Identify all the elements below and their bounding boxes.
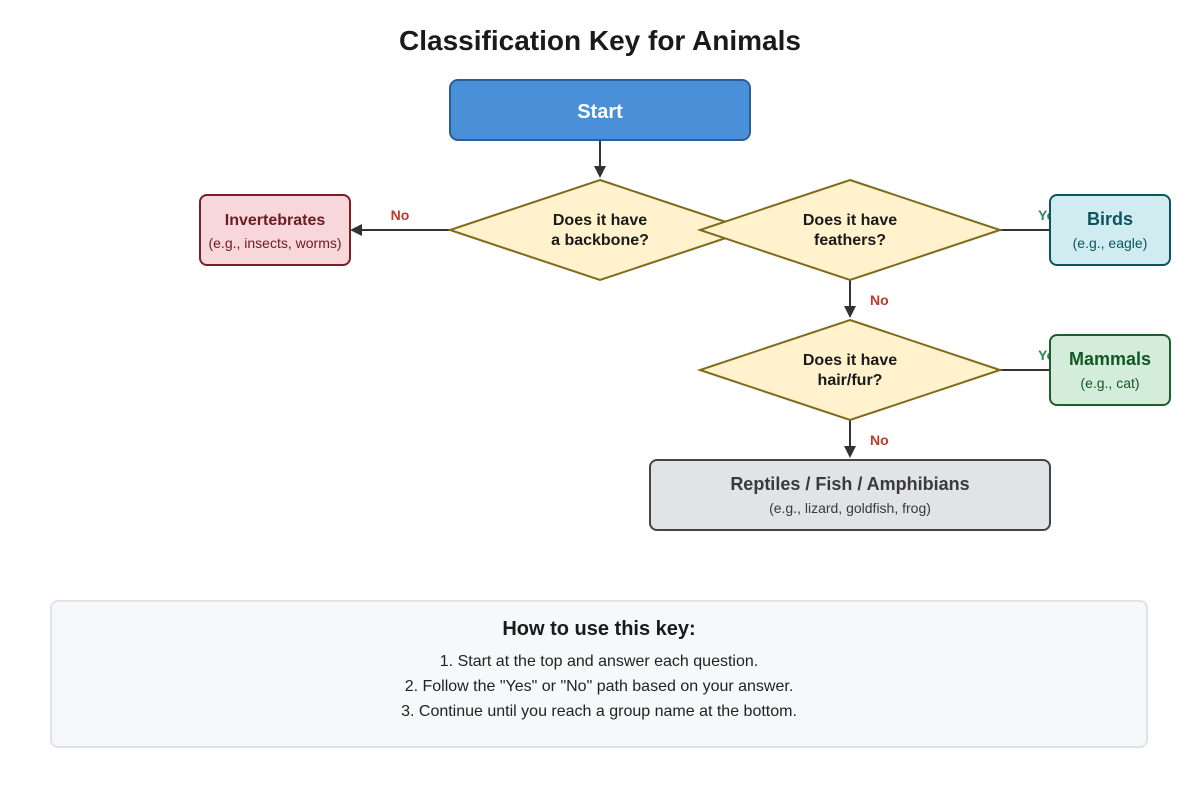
- result-invertebrates: Invertebrates (e.g., insects, worms): [199, 194, 351, 266]
- decision-hair: Does it have hair/fur?: [696, 318, 1004, 422]
- instruction-step-2: 2. Follow the "Yes" or "No" path based o…: [404, 678, 794, 695]
- instruction-step-3: 3. Continue until you reach a group name…: [401, 703, 797, 720]
- mammals-label: Mammals: [1069, 349, 1151, 369]
- edge-label-hair-no: No: [870, 432, 889, 448]
- mammals-example: (e.g., cat): [1080, 375, 1139, 391]
- edge-label-feathers-no: No: [870, 292, 889, 308]
- instruction-step-1: 1. Start at the top and answer each ques…: [439, 653, 759, 670]
- reptiles-example: (e.g., lizard, goldfish, frog): [769, 500, 931, 516]
- flowchart: Classification Key for Animals Start Doe…: [199, 25, 1171, 531]
- birds-example: (e.g., eagle): [1073, 235, 1148, 251]
- instructions-heading: How to use this key:: [502, 618, 696, 640]
- result-mammals: Mammals (e.g., cat): [1049, 334, 1171, 406]
- instructions-box: How to use this key: 1. Start at the top…: [50, 600, 1148, 748]
- hair-question-line2: hair/fur?: [818, 372, 883, 389]
- diagram-title: Classification Key for Animals: [399, 25, 801, 56]
- decision-backbone: Does it have a backbone?: [446, 178, 754, 282]
- backbone-question-line2: a backbone?: [551, 232, 649, 249]
- result-reptiles-fish-amphibians: Reptiles / Fish / Amphibians (e.g., liza…: [649, 459, 1051, 531]
- feathers-question-line1: Does it have: [803, 212, 897, 229]
- decision-feathers: Does it have feathers?: [696, 178, 1004, 282]
- invertebrates-example: (e.g., insects, worms): [208, 235, 341, 251]
- start-label: Start: [577, 101, 623, 123]
- birds-label: Birds: [1087, 209, 1133, 229]
- reptiles-label: Reptiles / Fish / Amphibians: [730, 474, 969, 494]
- start-node: Start: [449, 79, 751, 141]
- edge-label-backbone-no: No: [391, 207, 410, 223]
- backbone-question-line1: Does it have: [553, 212, 647, 229]
- feathers-question-line2: feathers?: [814, 232, 886, 249]
- invertebrates-label: Invertebrates: [225, 212, 326, 229]
- result-birds: Birds (e.g., eagle): [1049, 194, 1171, 266]
- hair-question-line1: Does it have: [803, 352, 897, 369]
